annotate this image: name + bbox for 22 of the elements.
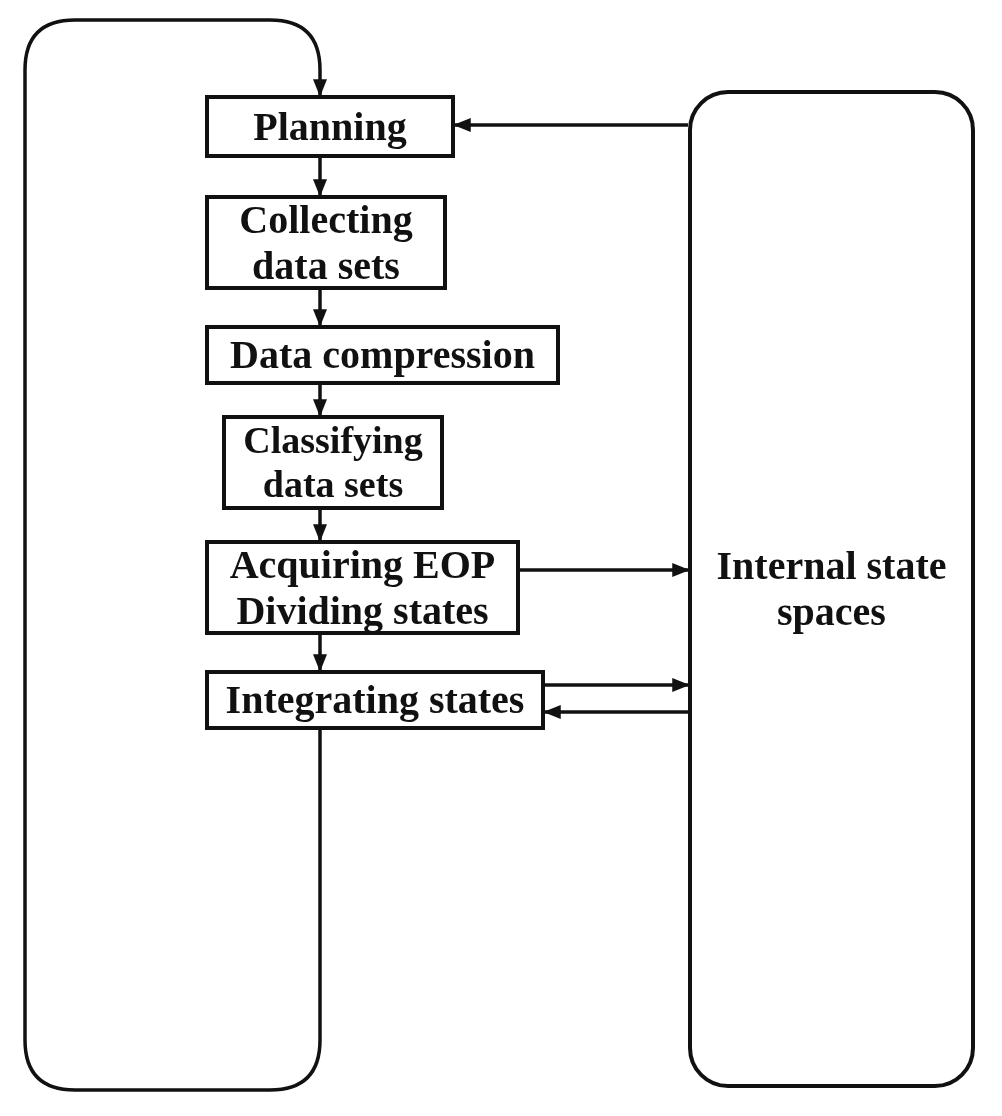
process-box	[222, 415, 444, 510]
node-label: Internal state spaces	[716, 543, 947, 635]
node-label: Integrating states	[225, 677, 525, 723]
node-label: Collecting data sets	[238, 196, 414, 289]
arrow	[545, 678, 690, 692]
process-box	[205, 325, 560, 385]
arrow	[313, 290, 327, 327]
arrow	[23, 18, 327, 1092]
process-box	[205, 95, 455, 158]
node-label: Planning	[253, 103, 407, 150]
rounded-panel	[688, 90, 975, 1088]
node-label: Classifying data sets	[242, 418, 424, 507]
arrow	[313, 158, 327, 197]
process-box	[205, 540, 520, 635]
process-box	[205, 195, 447, 290]
node-label: Acquiring EOP Dividing states	[228, 541, 497, 634]
arrow	[520, 563, 690, 577]
arrow	[313, 510, 327, 542]
node-label: Data compression	[230, 332, 535, 378]
process-box	[205, 670, 545, 730]
arrow	[313, 635, 327, 672]
arrow	[313, 385, 327, 417]
